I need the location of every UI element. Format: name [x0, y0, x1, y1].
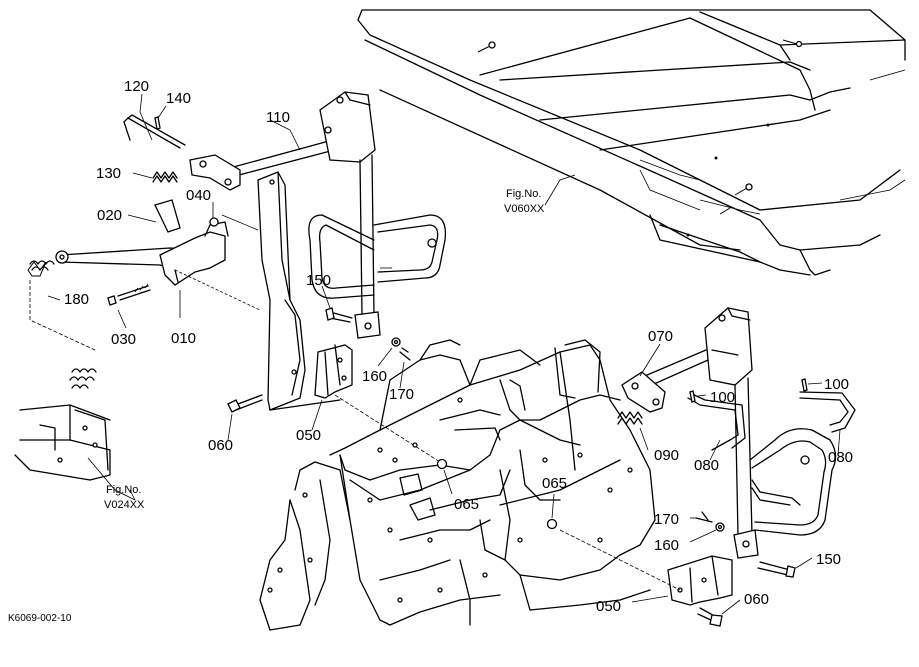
part-label-110: 110: [266, 109, 290, 126]
part-label-065-left: 065: [454, 496, 479, 513]
part-label-120: 120: [124, 78, 149, 95]
left-lever-post: [308, 91, 447, 339]
part-label-100-b: 100: [824, 376, 849, 393]
bracket-050-left: [227, 307, 441, 463]
right-lever-post: [559, 307, 856, 627]
part-label-170-right: 170: [654, 511, 679, 528]
figure-reference-v024xx: Fig.No. V024XX: [104, 484, 145, 511]
part-label-080-b: 080: [828, 449, 853, 466]
figure-reference-v060xx: Fig.No. V060XX: [504, 188, 545, 215]
part-label-070: 070: [648, 328, 673, 345]
left-frame-rail: [221, 171, 341, 411]
part-labels: 120 140 110 130 040 020 180 030 010 150 …: [64, 78, 853, 615]
part-label-020: 020: [97, 207, 122, 224]
part-label-040: 040: [186, 187, 211, 204]
part-label-060-right: 060: [744, 591, 769, 608]
control-rod-110: [123, 114, 343, 191]
figure-code: K6069-002-10: [8, 613, 72, 624]
fig-ref-code-v060: V060XX: [504, 203, 545, 215]
part-label-130: 130: [96, 165, 121, 182]
fig-ref-title-v024: Fig.No.: [106, 484, 141, 496]
part-label-100-a: 100: [710, 389, 735, 406]
lever-linkage: [55, 199, 261, 311]
part-label-180: 180: [64, 291, 89, 308]
part-label-030: 030: [111, 331, 136, 348]
part-label-160-right: 160: [654, 537, 679, 554]
spring-and-plate: [14, 260, 136, 501]
part-label-050-left: 050: [296, 427, 321, 444]
main-frame: [259, 339, 656, 631]
part-label-090: 090: [654, 447, 679, 464]
part-label-150-left: 150: [306, 272, 331, 289]
part-label-140: 140: [166, 90, 191, 107]
fig-ref-code-v024: V024XX: [104, 499, 145, 511]
floor-plate-assembly: [357, 9, 906, 276]
leader-lines: [47, 93, 841, 615]
part-label-150-right: 150: [816, 551, 841, 568]
part-label-010: 010: [171, 330, 196, 347]
part-label-060-left: 060: [208, 437, 233, 454]
part-label-080-a: 080: [694, 457, 719, 474]
part-label-170-left: 170: [389, 386, 414, 403]
part-label-050-right: 050: [596, 598, 621, 615]
fig-ref-title-v060: Fig.No.: [506, 188, 541, 200]
part-label-065-right: 065: [542, 475, 567, 492]
part-label-160-left: 160: [362, 368, 387, 385]
